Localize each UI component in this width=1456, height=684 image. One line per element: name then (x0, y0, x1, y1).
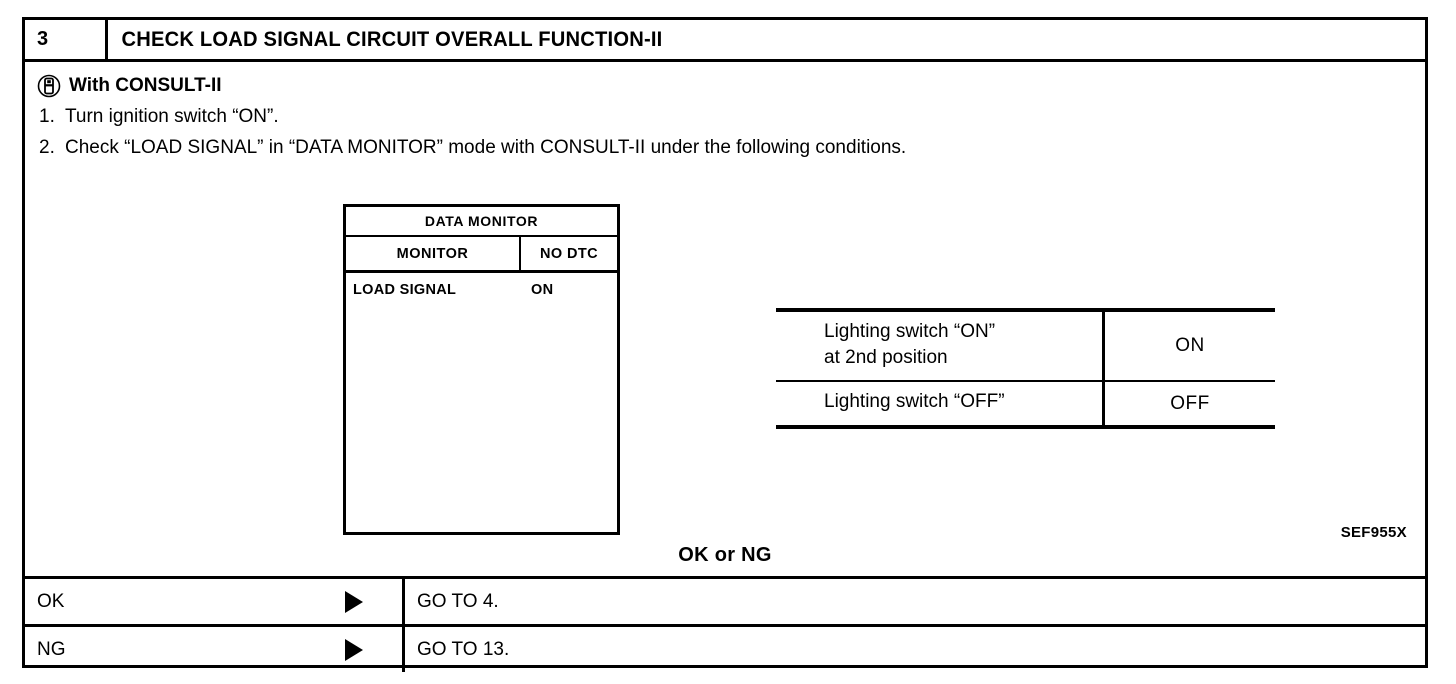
table-row: Lighting switch “OFF” OFF (776, 380, 1275, 425)
table-row: Lighting switch “ON” at 2nd position ON (776, 312, 1275, 381)
conditions-table: Lighting switch “ON” at 2nd position ON … (776, 308, 1275, 429)
result-action-ok: GO TO 4. (417, 590, 499, 612)
consult-tool-icon (37, 74, 61, 98)
instruction-item-2: 2. Check “LOAD SIGNAL” in “DATA MONITOR” … (39, 137, 906, 159)
consult-tool-label: With CONSULT-II (69, 75, 222, 96)
data-monitor-item-name: LOAD SIGNAL (353, 282, 457, 298)
step-header: 3 CHECK LOAD SIGNAL CIRCUIT OVERALL FUNC… (25, 20, 1425, 62)
result-row-ok: OK GO TO 4. (25, 579, 1425, 624)
result-rows: OK GO TO 4. NG GO TO 13. (25, 579, 1425, 672)
condition-description: Lighting switch “OFF” (776, 382, 1105, 425)
result-label-cell-ok: OK (25, 579, 405, 624)
judgement-label: OK or NG (678, 544, 772, 566)
right-triangle-icon (345, 590, 363, 613)
diagnostic-step-frame: 3 CHECK LOAD SIGNAL CIRCUIT OVERALL FUNC… (22, 17, 1428, 672)
judgement-bar: OK or NG (25, 535, 1425, 579)
result-label-cell-ng: NG (25, 627, 405, 672)
instruction-text-2: Check “LOAD SIGNAL” in “DATA MONITOR” mo… (65, 137, 907, 158)
condition-description: Lighting switch “ON” at 2nd position (776, 312, 1105, 381)
step-title: CHECK LOAD SIGNAL CIRCUIT OVERALL FUNCTI… (121, 27, 663, 51)
consult-tool-line: With CONSULT-II (37, 74, 222, 98)
instruction-item-1: 1. Turn ignition switch “ON”. (39, 106, 279, 128)
data-monitor-title: DATA MONITOR (346, 207, 617, 237)
data-monitor-panel: DATA MONITOR MONITOR NO DTC LOAD SIGNAL … (343, 204, 620, 535)
condition-value: ON (1175, 335, 1205, 357)
result-label-ok: OK (37, 590, 65, 612)
result-action-cell-ok: GO TO 4. (405, 579, 1425, 624)
data-monitor-header-row: MONITOR NO DTC (346, 237, 617, 273)
result-label-ng: NG (37, 638, 66, 660)
table-row: LOAD SIGNAL ON (346, 273, 617, 307)
result-action-ng: GO TO 13. (417, 638, 510, 660)
figure-reference-code: SEF955X (1340, 524, 1407, 541)
instruction-number-1: 1. (39, 106, 55, 127)
condition-value: OFF (1170, 392, 1210, 414)
data-monitor-rows: LOAD SIGNAL ON (346, 273, 617, 307)
instruction-number-2: 2. (39, 137, 55, 158)
right-triangle-icon (345, 638, 363, 661)
result-row-ng: NG GO TO 13. (25, 624, 1425, 672)
instruction-text-1: Turn ignition switch “ON”. (65, 106, 279, 127)
data-monitor-column-monitor: MONITOR (346, 237, 521, 270)
data-monitor-item-value: ON (531, 282, 554, 298)
data-monitor-column-status: NO DTC (540, 245, 598, 262)
result-action-cell-ng: GO TO 13. (405, 627, 1425, 672)
step-body: With CONSULT-II 1. Turn ignition switch “… (25, 62, 1425, 579)
step-number: 3 (25, 20, 108, 59)
